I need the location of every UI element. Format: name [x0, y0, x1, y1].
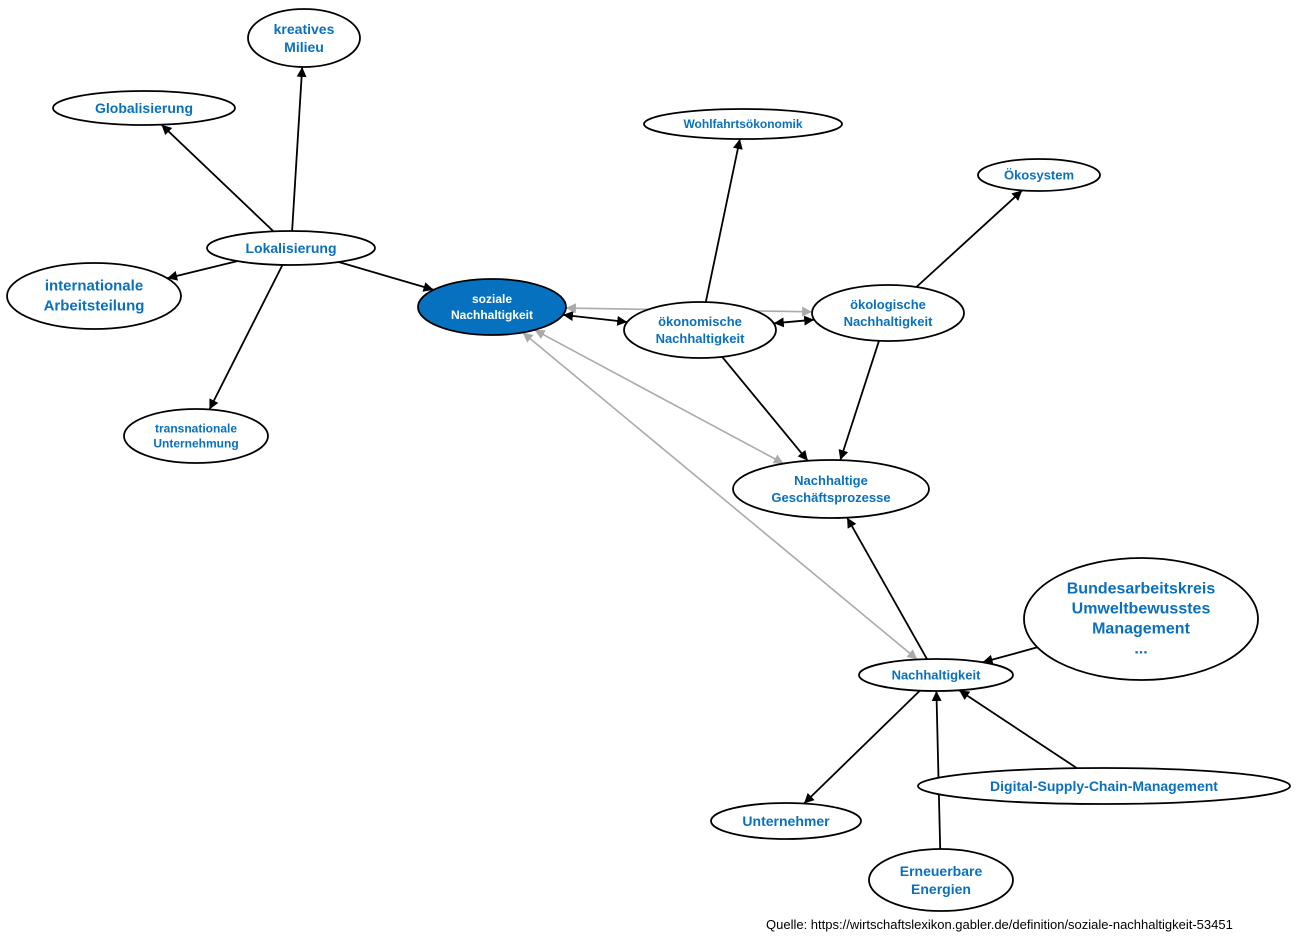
node-label: Globalisierung	[95, 100, 193, 116]
node-label: Geschäftsprozesse	[771, 490, 890, 505]
nodes-layer: kreativesMilieuGlobalisierungLokalisieru…	[6, 8, 1291, 912]
node-digital-supply-chain[interactable]: Digital-Supply-Chain-Management	[917, 767, 1291, 805]
edge-soziale-nachhaltigkeit-to-nachhaltigkeit	[522, 331, 918, 661]
node-label: internationale	[45, 278, 143, 295]
node-label: ökonomische	[658, 314, 742, 329]
node-label: soziale	[472, 292, 512, 306]
node-shape	[6, 262, 182, 330]
edge-oekologische-nachhaltigkeit-to-oekosystem	[915, 189, 1023, 288]
node-label: Umweltbewusstes	[1072, 601, 1211, 618]
edges-layer	[160, 66, 1078, 850]
node-shape	[858, 658, 1014, 692]
node-label: Erneuerbare	[900, 863, 983, 879]
node-shape	[710, 802, 862, 840]
node-label: Nachhaltigkeit	[656, 331, 746, 346]
node-shape	[52, 90, 236, 126]
edge-erneuerbare-energien-to-nachhaltigkeit	[931, 690, 942, 850]
node-oekosystem[interactable]: Ökosystem	[977, 158, 1101, 192]
node-label: Lokalisierung	[245, 240, 336, 256]
node-label: Nachhaltige	[794, 473, 868, 488]
edge-soziale-nachhaltigkeit-to-oekonomische-nachhaltigkeit	[562, 311, 628, 326]
edge-oekonomische-nachhaltigkeit-to-oekologische-nachhaltigkeit	[773, 315, 815, 328]
node-label: Ökosystem	[1004, 168, 1074, 183]
edge-lokalisierung-to-transnationale-unternehmung	[208, 264, 284, 410]
node-label: Digital-Supply-Chain-Management	[990, 778, 1218, 794]
edge-oekonomische-nachhaltigkeit-to-nachhaltige-geschaeftsprozesse	[721, 356, 809, 462]
concept-graph: kreativesMilieuGlobalisierungLokalisieru…	[6, 8, 1291, 912]
node-shape	[623, 301, 777, 359]
node-shape	[1023, 557, 1259, 681]
node-label: Unternehmer	[742, 813, 830, 829]
node-label: ...	[1134, 641, 1147, 658]
node-shape	[417, 278, 567, 336]
node-label: Wohlfahrtsökonomik	[683, 117, 802, 131]
node-shape	[643, 108, 843, 140]
edge-bundesarbeitskreis-to-nachhaltigkeit	[982, 646, 1038, 665]
edge-oekologische-nachhaltigkeit-to-nachhaltige-geschaeftsprozesse	[838, 340, 880, 461]
node-label: Nachhaltigkeit	[892, 668, 982, 683]
node-globalisierung[interactable]: Globalisierung	[52, 90, 236, 126]
node-label: ökologische	[850, 297, 926, 312]
node-label: Energien	[911, 881, 971, 897]
node-label: Bundesarbeitskreis	[1067, 581, 1216, 598]
node-label: Nachhaltigkeit	[451, 308, 533, 322]
node-shape	[811, 284, 965, 342]
edge-lokalisierung-to-internationale-arbeitsteilung	[166, 260, 238, 281]
node-shape	[247, 8, 361, 68]
node-label: Unternehmung	[153, 437, 238, 451]
edge-lokalisierung-to-globalisierung	[160, 124, 275, 233]
edge-nachhaltigkeit-to-nachhaltige-geschaeftsprozesse	[846, 517, 928, 660]
node-shape	[917, 767, 1291, 805]
node-nachhaltigkeit[interactable]: Nachhaltigkeit	[858, 658, 1014, 692]
node-unternehmer[interactable]: Unternehmer	[710, 802, 862, 840]
node-shape	[123, 408, 269, 464]
node-label: Arbeitsteilung	[44, 298, 145, 315]
edge-nachhaltigkeit-to-unternehmer	[803, 689, 921, 805]
node-shape	[732, 459, 930, 519]
node-label: kreatives	[274, 21, 335, 37]
edge-lokalisierung-to-soziale-nachhaltigkeit	[338, 261, 434, 292]
source-caption: Quelle: https://wirtschaftslexikon.gable…	[766, 917, 1233, 932]
node-shape	[977, 158, 1101, 192]
node-shape	[868, 848, 1014, 912]
node-label: Management	[1092, 621, 1190, 638]
node-label: Nachhaltigkeit	[844, 314, 934, 329]
edge-digital-supply-chain-to-nachhaltigkeit	[958, 689, 1078, 769]
node-label: transnationale	[155, 422, 237, 436]
node-bundesarbeitskreis[interactable]: BundesarbeitskreisUmweltbewusstesManagem…	[1023, 557, 1259, 681]
node-shape	[206, 230, 376, 266]
edge-lokalisierung-to-kreatives-milieu	[291, 66, 307, 232]
node-wohlfahrtsoekonomik[interactable]: Wohlfahrtsökonomik	[643, 108, 843, 140]
edge-oekonomische-nachhaltigkeit-to-wohlfahrtsoekonomik	[704, 138, 743, 303]
node-lokalisierung[interactable]: Lokalisierung	[206, 230, 376, 266]
node-label: Milieu	[284, 39, 324, 55]
